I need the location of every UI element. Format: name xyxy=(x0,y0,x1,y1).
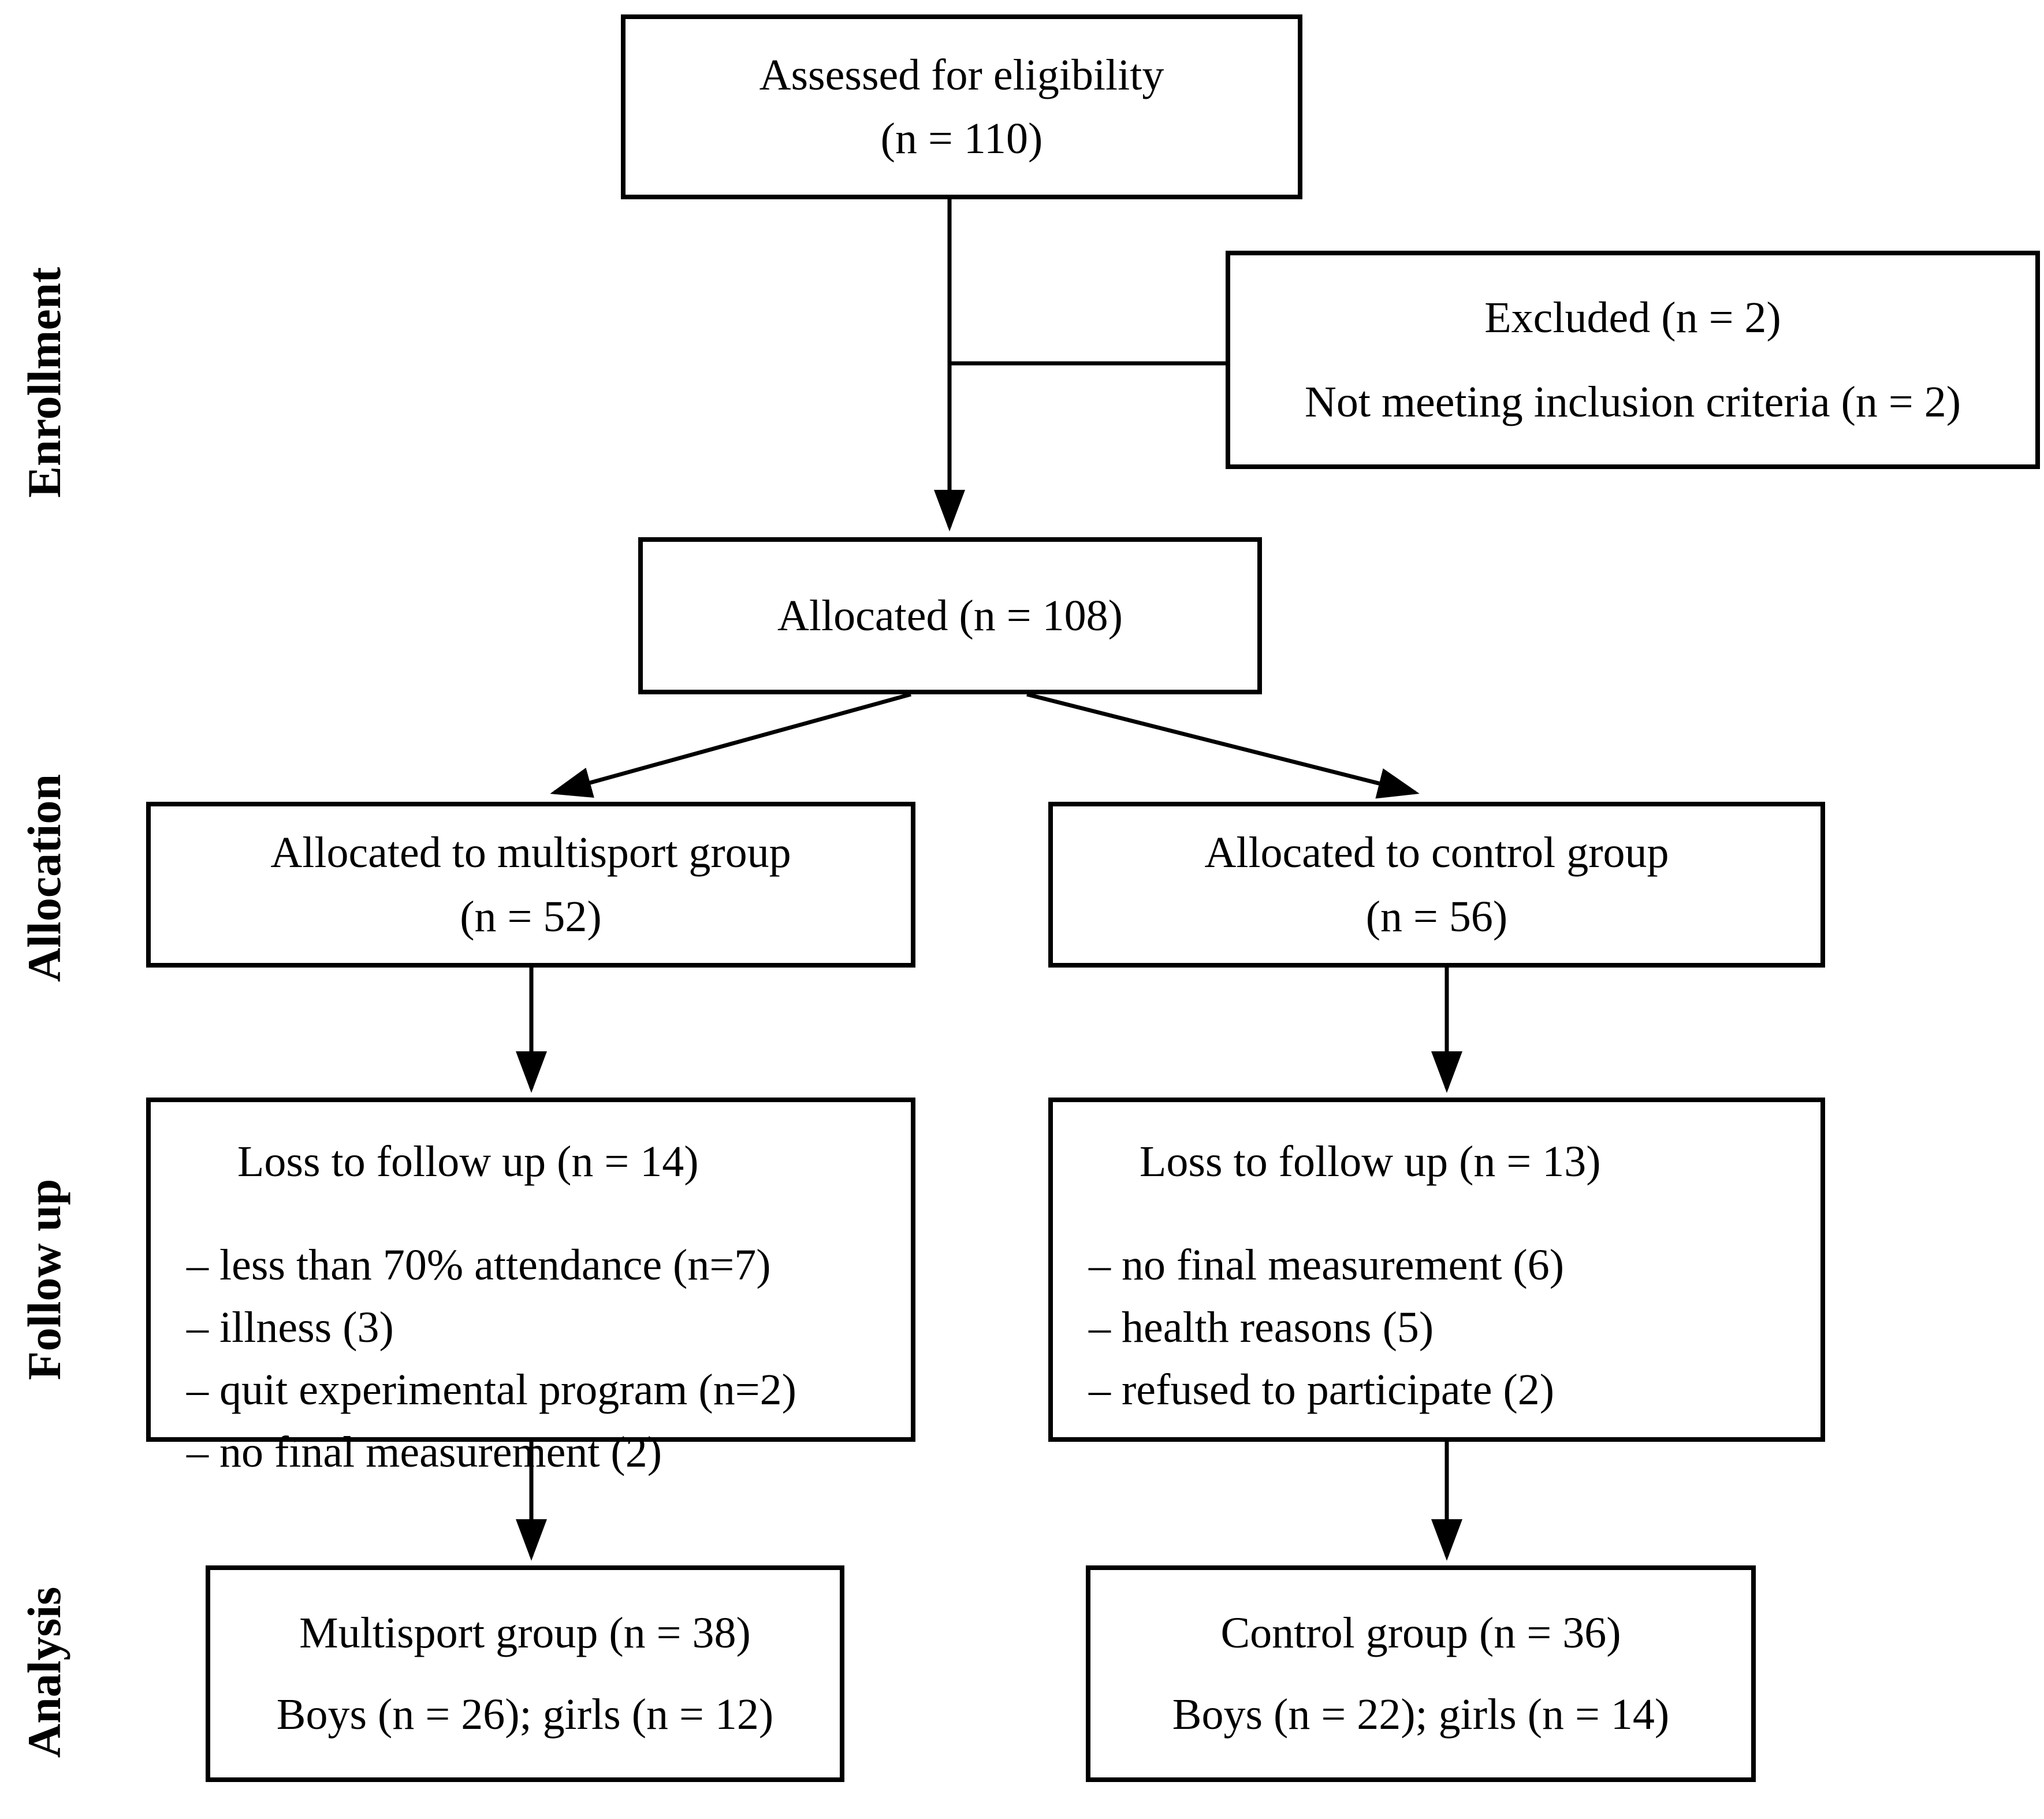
loss-to-follow-up-control-title: Loss to follow up (n = 13) xyxy=(1140,1137,1601,1186)
excluded-reason: Not meeting inclusion criteria (n = 2) xyxy=(1304,377,1961,426)
loss-to-follow-up-control-reasons: – no final measurement (6) – health reas… xyxy=(1089,1234,1820,1421)
analysis-control-breakdown: Boys (n = 22); girls (n = 14) xyxy=(1172,1690,1670,1739)
loss-to-follow-up-multisport-title: Loss to follow up (n = 14) xyxy=(237,1137,699,1186)
allocated-multisport-box: Allocated to multisport group (n = 52) xyxy=(146,802,915,968)
assessed-count: (n = 110) xyxy=(880,114,1043,163)
analysis-control-box: Control group (n = 36) Boys (n = 22); gi… xyxy=(1086,1565,1756,1782)
reason-item: – quit experimental program (n=2) xyxy=(187,1366,796,1415)
allocated-control-box: Allocated to control group (n = 56) xyxy=(1048,802,1825,968)
allocated-control-count: (n = 56) xyxy=(1365,892,1508,941)
allocated-multisport-count: (n = 52) xyxy=(460,892,602,941)
reason-item: – refused to participate (2) xyxy=(1089,1366,1555,1415)
allocated-box: Allocated (n = 108) xyxy=(638,537,1262,694)
allocated-multisport-line-1: Allocated to multisport group xyxy=(270,828,791,877)
reason-item: – no final measurement (6) xyxy=(1089,1241,1565,1290)
loss-to-follow-up-control-box: Loss to follow up (n = 13) – no final me… xyxy=(1048,1098,1825,1442)
reason-item: – no final measurement (2) xyxy=(187,1428,662,1477)
reason-item: – health reasons (5) xyxy=(1089,1303,1434,1352)
excluded-line-1: Excluded (n = 2) xyxy=(1484,293,1781,343)
stage-label-analysis: Analysis xyxy=(18,1586,70,1758)
analysis-multisport-box: Multisport group (n = 38) Boys (n = 26);… xyxy=(206,1565,844,1782)
assessed-for-eligibility-box: Assessed for eligibility (n = 110) xyxy=(621,14,1302,199)
reason-item: – less than 70% attendance (n=7) xyxy=(187,1241,771,1290)
loss-to-follow-up-multisport-box: Loss to follow up (n = 14) – less than 7… xyxy=(146,1098,915,1476)
excluded-box: Excluded (n = 2) Not meeting inclusion c… xyxy=(1226,251,2040,469)
allocated-line-1: Allocated (n = 108) xyxy=(777,591,1123,640)
analysis-control-line-1: Control group (n = 36) xyxy=(1220,1608,1621,1657)
assessed-line-1: Assessed for eligibility xyxy=(759,50,1164,99)
loss-to-follow-up-multisport-reasons: – less than 70% attendance (n=7) – illne… xyxy=(187,1234,911,1483)
analysis-multisport-breakdown: Boys (n = 26); girls (n = 12) xyxy=(276,1690,774,1739)
allocated-control-line-1: Allocated to control group xyxy=(1204,828,1669,877)
reason-item: – illness (3) xyxy=(187,1303,394,1352)
stage-label-enrollment: Enrollment xyxy=(18,267,70,498)
analysis-multisport-line-1: Multisport group (n = 38) xyxy=(299,1608,751,1657)
